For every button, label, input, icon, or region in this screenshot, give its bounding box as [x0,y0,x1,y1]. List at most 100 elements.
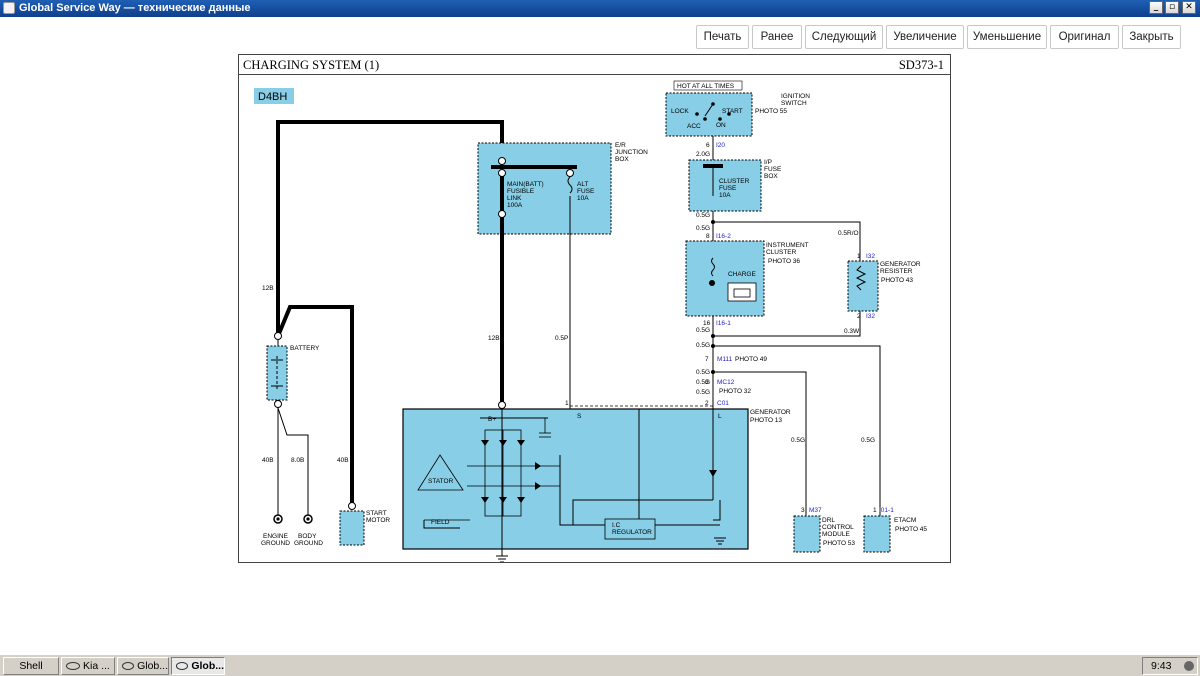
s-label: S [577,413,582,420]
instrument-label-2: CLUSTER [766,249,797,256]
kia-logo-icon [66,662,80,670]
taskbar-glob-2[interactable]: Glob... [171,657,225,675]
ip-label-3: BOX [764,173,778,180]
diagram-header: CHARGING SYSTEM (1) SD373-1 [239,55,950,75]
kia-logo-icon [176,662,189,670]
toolbar: Печать Ранее Следующий Увеличение Уменьш… [0,17,1200,53]
pin-label: 2 [857,313,861,320]
alt-10a-label: 10A [577,195,589,202]
pin-label: 1 [857,253,861,260]
body-ground-label-2: GROUND [294,540,323,547]
taskbar-shell[interactable]: Shell [3,657,59,675]
pin-label: 1 [565,400,569,407]
app-icon [3,2,15,14]
close-button[interactable]: Закрыть [1122,25,1181,49]
battery-label: BATTERY [290,345,320,352]
wire-label: 0.5G [791,437,805,444]
wire-label: 12B [488,335,500,342]
cluster-fuse-label-1: CLUSTER [719,178,750,185]
close-icon[interactable]: ✕ [1182,1,1196,14]
wire-label: 0.5R/O [838,230,859,237]
ignition-label-2: SWITCH [781,100,807,107]
engine-ground-label-2: GROUND [261,540,290,547]
drl-module-box [793,515,821,553]
charge-label: CHARGE [728,271,756,278]
alt-label: ALT [577,181,588,188]
tray-status-icon[interactable] [1184,661,1194,671]
bplus-label: B+ [488,416,496,423]
connector-mc12: MC12 [717,379,735,386]
print-button[interactable]: Печать [696,25,749,49]
er-label-3: BOX [615,156,629,163]
schematic-canvas: D4BH HOT AT ALL TIMES [254,80,927,562]
taskbar-glob-1[interactable]: Glob... [117,657,169,675]
diagram-title: CHARGING SYSTEM (1) [243,58,380,72]
wire-label: 40B [337,457,349,464]
connector-c01: C01 [717,400,729,407]
ignition-label-1: IGNITION [781,93,810,100]
drl-label-3: MODULE [822,531,850,538]
ic-label: I.C [612,522,621,529]
fusible-label: FUSIBLE [507,188,535,195]
taskbar-shell-label: Shell [19,660,43,672]
link-label: LINK [507,195,522,202]
pin-label: 3 [801,507,805,514]
taskbar-glob-2-label: Glob... [191,660,224,672]
window-title: Global Service Way — технические данные [19,2,251,14]
connector-i20: I20 [716,142,725,149]
lock-label: LOCK [671,108,689,115]
l-label: L [718,413,722,420]
pin-label: 7 [705,356,709,363]
drl-label-2: CONTROL [822,524,854,531]
zoom-out-button[interactable]: Уменьшение [967,25,1047,49]
wire-label: 0.5G [696,389,710,396]
cluster-fuse-label-3: 10A [719,192,731,199]
maximize-icon[interactable]: ▫ [1165,1,1179,14]
clock: 9:43 [1151,660,1172,672]
taskbar-kia-label: Kia ... [83,660,110,672]
zoom-in-button[interactable]: Увеличение [886,25,964,49]
wire-label: 0.5G [696,379,710,386]
instrument-photo: PHOTO 36 [768,258,800,265]
start-motor-label-1: START [366,510,387,517]
resister-label-2: RESISTER [880,268,913,275]
wire-label: 0.5G [696,327,710,334]
ip-fuse-box [688,159,762,212]
original-size-button[interactable]: Оригинал [1050,25,1119,49]
pin-label: 2 [705,400,709,407]
generator-resister-box [847,260,879,312]
resister-label-1: GENERATOR [880,261,921,268]
wiring-diagram: CHARGING SYSTEM (1) SD373-1 D4BH [238,54,951,563]
connector-m37: M37 [809,507,822,514]
hot-at-all-times-label: HOT AT ALL TIMES [677,83,735,90]
minimize-icon[interactable]: _ [1149,1,1163,14]
resister-photo: PHOTO 43 [881,277,913,284]
ip-label-2: FUSE [764,166,782,173]
on-label: ON [716,122,726,129]
next-button[interactable]: Следующий [805,25,883,49]
generator-box [402,408,749,550]
connector-i32-bottom: I32 [866,313,875,320]
previous-button[interactable]: Ранее [752,25,802,49]
regulator-label: REGULATOR [612,529,652,536]
generator-label: GENERATOR [750,409,791,416]
start-motor-box [339,510,365,546]
taskbar-kia[interactable]: Kia ... [61,657,115,675]
kia-logo-icon [122,662,135,670]
drl-label-1: DRL [822,517,835,524]
taskbar: Shell Kia ... Glob... Glob... 9:43 [0,654,1200,676]
ignition-photo: PHOTO 55 [755,108,787,115]
pin-label: 16 [703,320,711,327]
etacm-label: ETACM [894,517,916,524]
wire-label: 0.5G [696,225,710,232]
er-label-1: E/R [615,142,626,149]
etacm-photo: PHOTO 45 [895,526,927,533]
engine-ground-label-1: ENGINE [263,533,289,540]
acc-label: ACC [687,123,701,130]
a100-label: 100A [507,202,523,209]
engine-tag: D4BH [258,91,287,103]
drl-photo: PHOTO 53 [823,540,855,547]
ignition-switch-box [665,92,753,137]
pin-label: 6 [706,142,710,149]
